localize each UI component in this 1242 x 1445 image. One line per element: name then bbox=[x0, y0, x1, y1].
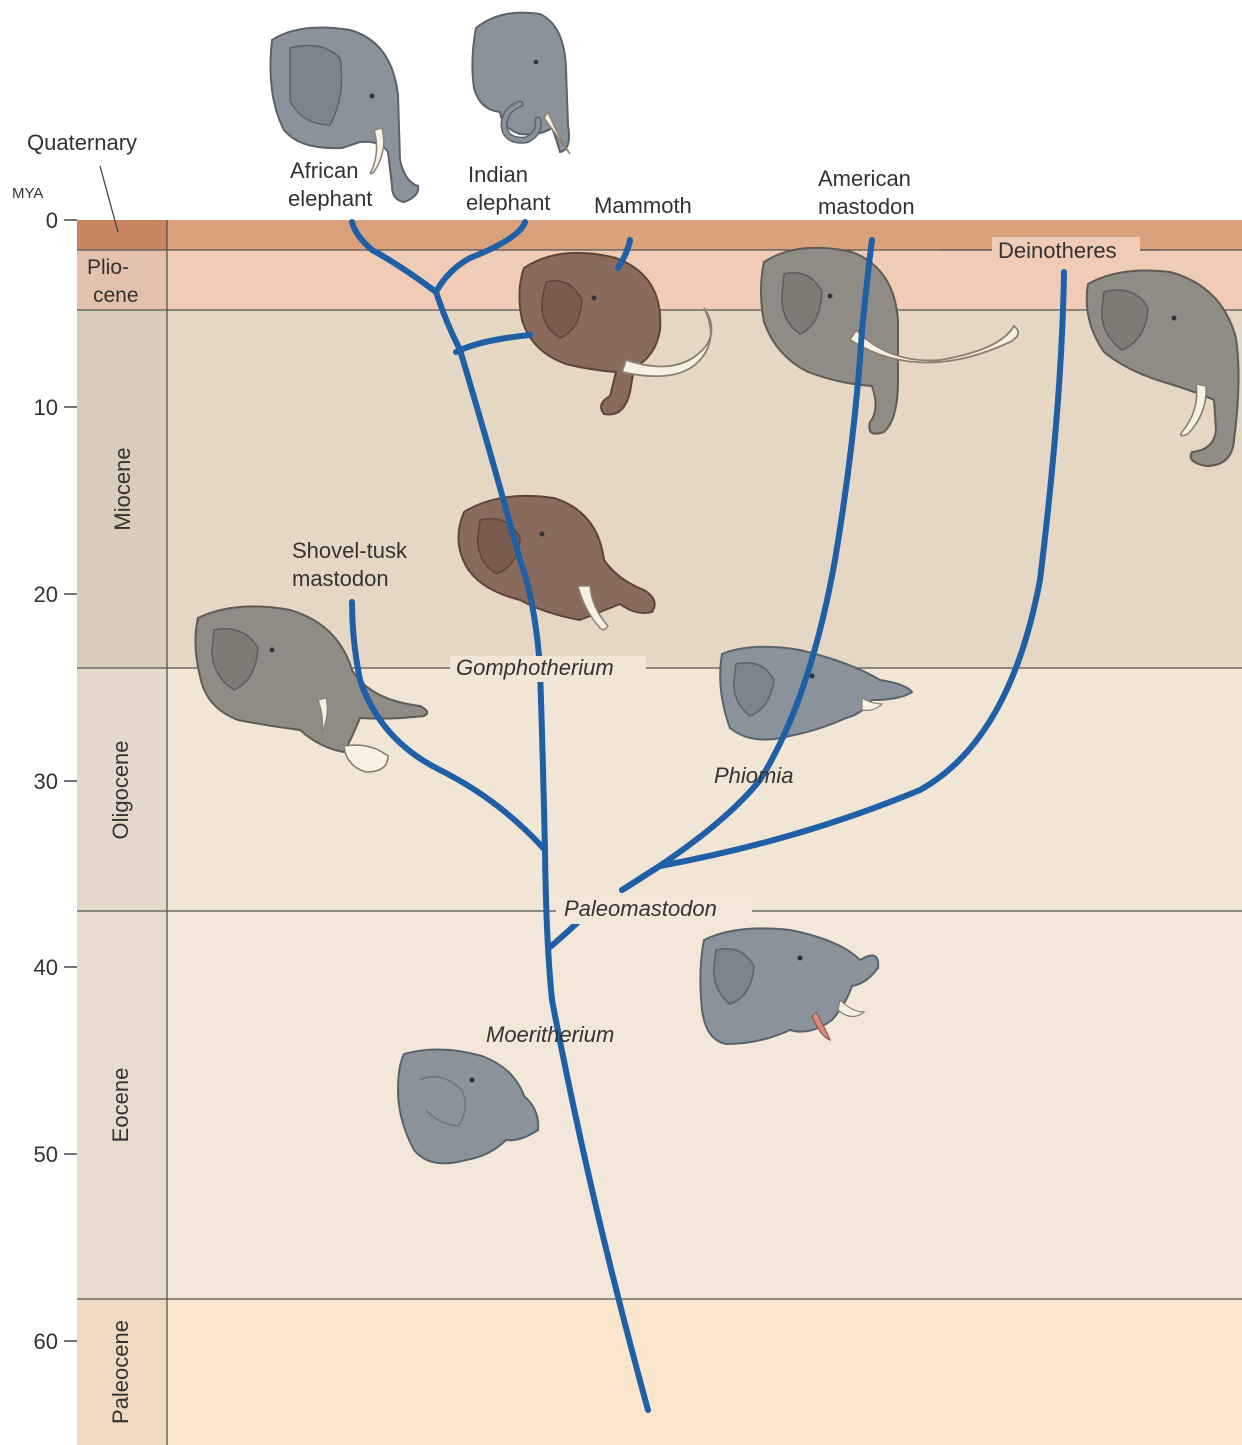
label-moeritherium: Moeritherium bbox=[486, 1022, 614, 1047]
label-shovel-tusk-line1: Shovel-tusk bbox=[292, 538, 408, 563]
label-mammoth: Mammoth bbox=[594, 193, 692, 218]
epoch-bands bbox=[77, 220, 1242, 1445]
epoch-label-pliocene-line2: cene bbox=[93, 284, 139, 307]
label-indian-elephant-line2: elephant bbox=[466, 190, 550, 215]
tick-label: 10 bbox=[34, 395, 58, 420]
band-paleocene bbox=[77, 1299, 1242, 1445]
epoch-label-paleocene: Paleocene bbox=[108, 1320, 133, 1424]
label-shovel-tusk-line2: mastodon bbox=[292, 566, 389, 591]
label-african-elephant-line1: African bbox=[290, 158, 358, 183]
label-gomphotherium: Gomphotherium bbox=[456, 655, 614, 680]
tick-label: 20 bbox=[34, 582, 58, 607]
label-indian-elephant-line1: Indian bbox=[468, 162, 528, 187]
tick-label: 40 bbox=[34, 955, 58, 980]
tick-label: 30 bbox=[34, 769, 58, 794]
indian-elephant-head-icon bbox=[472, 13, 570, 154]
quaternary-cell bbox=[77, 220, 167, 250]
label-african-elephant-line2: elephant bbox=[288, 186, 372, 211]
tick-label: 60 bbox=[34, 1329, 58, 1354]
label-american-mastodon-line2: mastodon bbox=[818, 194, 915, 219]
label-paleomastodon: Paleomastodon bbox=[564, 896, 717, 921]
label-phiomia: Phiomia bbox=[714, 763, 793, 788]
epoch-label-oligocene: Oligocene bbox=[108, 740, 133, 839]
label-deinotheres: Deinotheres bbox=[998, 238, 1117, 263]
epoch-label-pliocene-line1: Plio- bbox=[87, 256, 129, 279]
band-eocene bbox=[77, 911, 1242, 1299]
tick-label: 0 bbox=[46, 208, 58, 233]
axis-unit-label: MYA bbox=[12, 185, 43, 202]
label-american-mastodon-line1: American bbox=[818, 166, 911, 191]
epoch-label-eocene: Eocene bbox=[108, 1068, 133, 1143]
mya-axis: MYA 0 10 20 30 40 50 60 bbox=[12, 185, 77, 1354]
epoch-label-quaternary: Quaternary bbox=[27, 130, 137, 155]
axis-tick-marks bbox=[64, 220, 77, 1341]
tick-label: 50 bbox=[34, 1142, 58, 1167]
epoch-label-miocene: Miocene bbox=[110, 447, 135, 530]
